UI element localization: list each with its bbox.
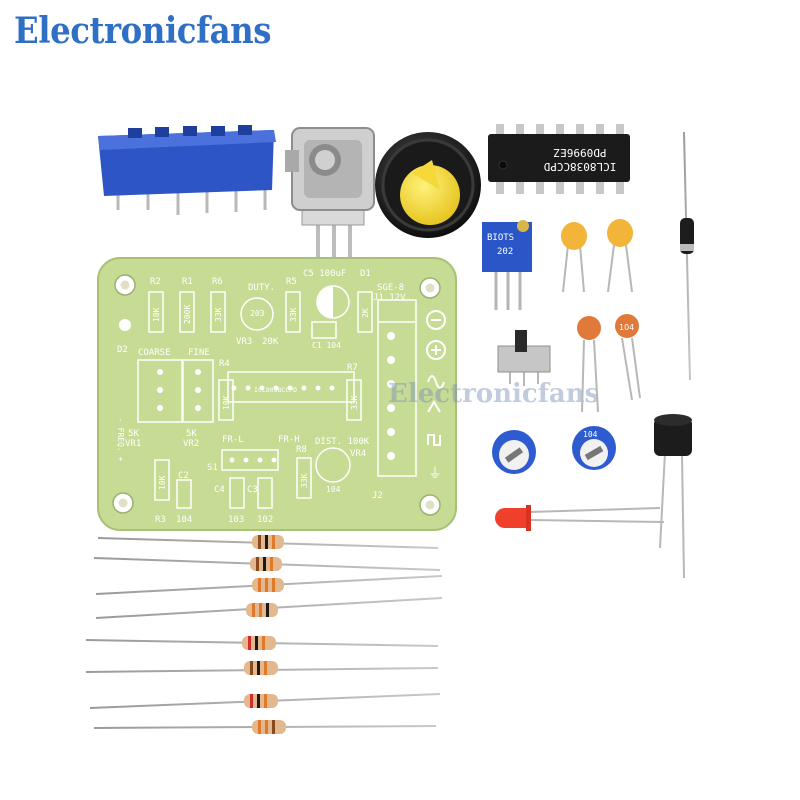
blue-multiturn-pot bbox=[98, 125, 276, 215]
ceramic-capacitor-3 bbox=[577, 316, 601, 413]
label-r5: R5 bbox=[286, 277, 297, 287]
label-r2-value: 10K bbox=[152, 307, 161, 322]
diode bbox=[680, 131, 694, 381]
label-vr1: VR1 bbox=[125, 439, 141, 449]
label-r8: R8 bbox=[296, 445, 307, 455]
trim-pot-right: 104 bbox=[572, 426, 616, 470]
label-r3: R3 bbox=[155, 515, 166, 525]
label-c2-value: 104 bbox=[176, 515, 192, 525]
label-r4-value: 10K bbox=[222, 395, 231, 410]
ceramic-capacitor-1 bbox=[561, 222, 587, 293]
label-frl: FR-L bbox=[222, 435, 244, 445]
slide-switch bbox=[497, 330, 551, 386]
resistor bbox=[93, 720, 437, 734]
label-d2: D2 bbox=[117, 345, 128, 355]
label-coarse: COARSE bbox=[138, 348, 171, 358]
label-vr2: VR2 bbox=[183, 439, 199, 449]
label-c3-value: 102 bbox=[257, 515, 273, 525]
label-ic-socket: ICL8038CCPD bbox=[254, 386, 297, 394]
label-c4-value: 103 bbox=[228, 515, 244, 525]
trim-pot-left bbox=[492, 430, 536, 474]
label-c3: C3 bbox=[247, 485, 258, 495]
electrolytic-capacitor bbox=[654, 414, 692, 579]
label-r5-value: 33K bbox=[289, 307, 298, 322]
trimmer-marking-2: 202 bbox=[497, 247, 513, 257]
label-vr2-value: 5K bbox=[186, 429, 197, 439]
ic-marking-1: ICL8038CCPD bbox=[544, 160, 617, 173]
resistor bbox=[85, 661, 439, 675]
resistor bbox=[95, 597, 443, 619]
label-r4: R4 bbox=[219, 359, 230, 369]
label-j2: J2 bbox=[372, 491, 383, 501]
label-r1: R1 bbox=[182, 277, 193, 287]
trim-pot-marking: 104 bbox=[583, 430, 598, 439]
label-fine: FINE bbox=[188, 348, 210, 358]
trimmer-potentiometer: BIOTS 202 bbox=[482, 220, 532, 310]
label-r2: R2 bbox=[150, 277, 161, 287]
led-red bbox=[495, 505, 665, 531]
label-r7-value: 33K bbox=[350, 395, 359, 410]
label-vr3-mark: 203 bbox=[250, 309, 265, 318]
label-dist: DIST. 100K bbox=[315, 437, 370, 447]
resistor bbox=[89, 693, 441, 709]
trimmer-marking-1: BIOTS bbox=[487, 233, 514, 243]
ceramic-capacitor-2 bbox=[607, 219, 633, 293]
label-r6: R6 bbox=[212, 277, 223, 287]
label-c2: C2 bbox=[178, 471, 189, 481]
label-vr3-value: 20K bbox=[262, 337, 279, 347]
resistor bbox=[93, 557, 441, 571]
ceramic-capacitor-104: 104 bbox=[615, 314, 641, 401]
label-c4: C4 bbox=[214, 485, 225, 495]
cap-marking: 104 bbox=[619, 323, 634, 332]
ic-marking-2: PD0996EZ bbox=[553, 146, 606, 159]
label-r3-value: 10K bbox=[158, 475, 167, 490]
label-r7b-value: 2K bbox=[361, 308, 370, 318]
label-vr1-value: 5K bbox=[128, 429, 139, 439]
label-j1: J1 12V bbox=[373, 293, 406, 303]
label-r7: R7 bbox=[347, 363, 358, 373]
label-s1: S1 bbox=[207, 463, 218, 473]
knob-black-yellow bbox=[375, 132, 481, 238]
label-ground: ⏚ bbox=[428, 466, 442, 482]
resistor bbox=[85, 636, 439, 650]
resistor bbox=[95, 575, 443, 595]
rotary-potentiometer bbox=[285, 127, 375, 262]
label-r1-value: 200K bbox=[183, 305, 192, 324]
resistor bbox=[97, 535, 439, 549]
label-r6-value: 33K bbox=[214, 307, 223, 322]
pcb-board: R2 R1 R6 R5 C5 100uF D1 J1 12V SGE-8 DUT… bbox=[97, 257, 457, 531]
label-duty: DUTY. bbox=[248, 283, 275, 293]
brand-logo: Electronicfans bbox=[14, 10, 272, 52]
ic-icl8038: ICL8038CCPD PD0996EZ bbox=[488, 124, 630, 194]
label-frh: FR-H bbox=[278, 435, 300, 445]
label-d1: D1 bbox=[360, 269, 371, 279]
watermark: Electronicfans bbox=[388, 379, 599, 409]
label-vr4-mark: 104 bbox=[326, 485, 341, 494]
label-c5: C5 100uF bbox=[303, 269, 346, 279]
label-sge8: SGE-8 bbox=[377, 283, 404, 293]
label-c1: C1 104 bbox=[312, 341, 341, 350]
label-vr4: VR4 bbox=[350, 449, 366, 459]
label-freq: - FREQ. + bbox=[116, 418, 125, 462]
label-r8-value: 33K bbox=[300, 473, 309, 488]
label-vr3: VR3 bbox=[236, 337, 252, 347]
